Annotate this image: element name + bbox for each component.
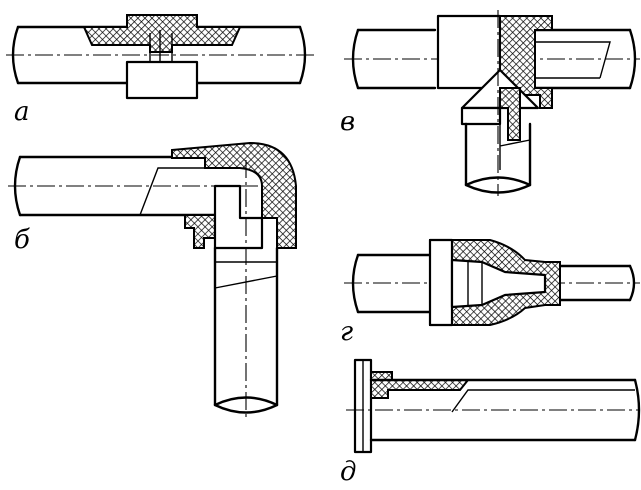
label-b: б [14, 225, 30, 255]
fitting-v-tee: в [340, 10, 640, 196]
label-g: г [340, 317, 353, 347]
fitting-g-reducer: г [340, 238, 640, 347]
fitting-b-elbow: б [8, 141, 297, 420]
label-a: а [14, 97, 30, 127]
label-d: д [340, 457, 356, 487]
fitting-a-coupling: а [6, 14, 316, 127]
label-v: в [340, 107, 355, 137]
fitting-d-flange: д [340, 358, 641, 487]
